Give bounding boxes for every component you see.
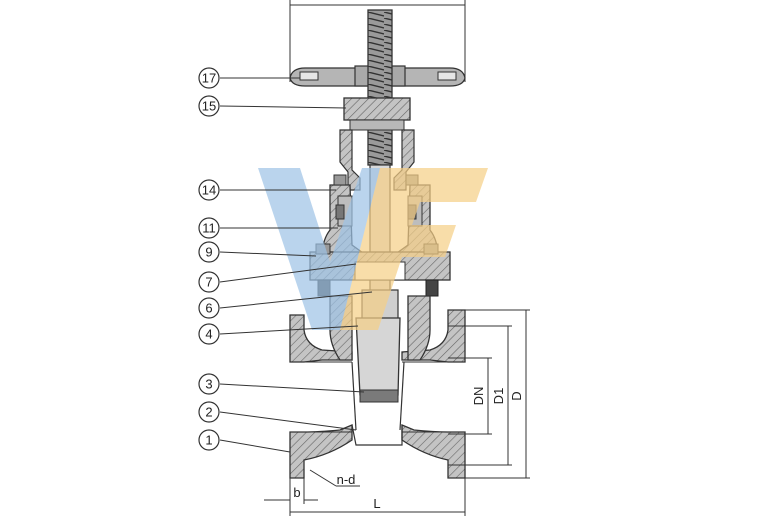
gate-wedge xyxy=(351,317,405,431)
yoke-nut xyxy=(343,97,411,131)
callout-17: 17 xyxy=(202,71,216,86)
dn-label: DN xyxy=(471,387,486,406)
callout-2: 2 xyxy=(205,405,212,420)
nd-label: n-d xyxy=(337,472,356,487)
callout-14: 14 xyxy=(202,183,216,198)
callouts: 17 15 14 11 9 7 6 4 3 2 1 xyxy=(198,67,220,451)
l-label: L xyxy=(373,496,380,511)
vf-logo-icon xyxy=(258,168,488,330)
callout-9: 9 xyxy=(205,245,212,260)
handwheel-dimension xyxy=(289,0,466,82)
callout-6: 6 xyxy=(205,301,212,316)
bottom-dimensions xyxy=(264,469,466,516)
d1-label: D1 xyxy=(491,388,506,405)
b-label: b xyxy=(293,485,300,500)
callout-15: 15 xyxy=(202,99,216,114)
right-dimensions xyxy=(448,309,530,479)
callout-3: 3 xyxy=(205,377,212,392)
leader-lines xyxy=(219,77,373,453)
callout-11: 11 xyxy=(202,221,216,236)
threaded-stem xyxy=(367,9,393,166)
callout-7: 7 xyxy=(205,275,212,290)
d-label: D xyxy=(509,391,524,400)
callout-4: 4 xyxy=(205,327,212,342)
callout-1: 1 xyxy=(205,433,212,448)
